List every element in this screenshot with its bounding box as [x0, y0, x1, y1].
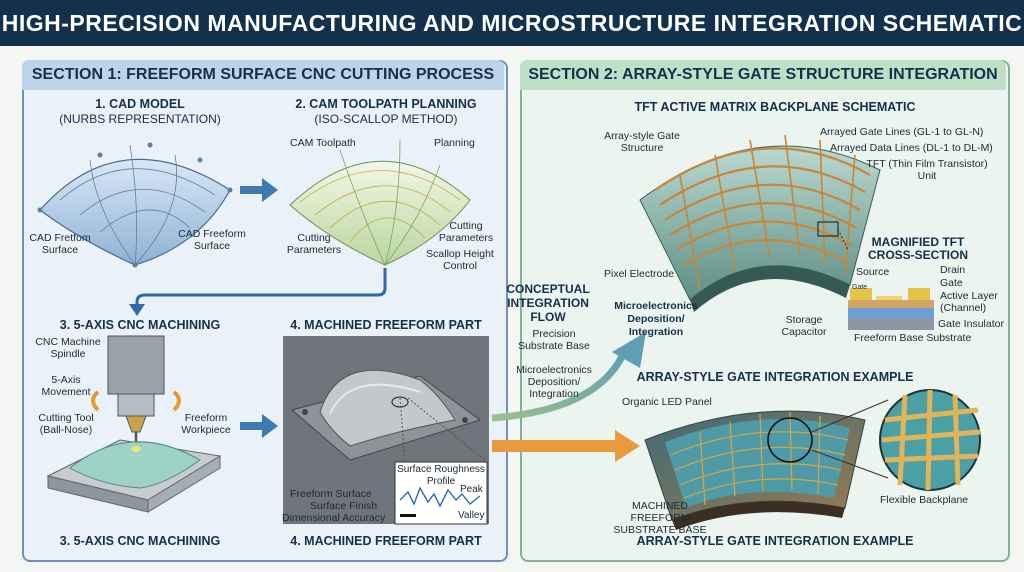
- label-freeform-surface: Freeform Surface: [290, 488, 372, 500]
- step3-footer: 3. 5-AXIS CNC MACHINING: [59, 534, 221, 548]
- roughness-profile: [399, 486, 481, 508]
- cam-surface: [289, 139, 471, 266]
- label-workpiece: Freeform Workpiece: [181, 412, 231, 436]
- roughness-title: Surface Roughness Profile: [397, 464, 485, 487]
- flow-title: CONCEPTUAL INTEGRATION FLOW: [506, 282, 590, 324]
- cad-surface: [37, 142, 233, 268]
- label-source: Source: [856, 266, 890, 278]
- label-spindle: CNC Machine Spindle: [35, 336, 101, 360]
- label-cad-fretfom: CAD Fretfom Surface: [29, 232, 91, 256]
- example-footer: ARRAY-STYLE GATE INTEGRATION EXAMPLE: [636, 534, 914, 548]
- label-gate: Gate: [940, 277, 963, 289]
- title-bar: [0, 0, 1024, 46]
- label-gate-insulator: Gate Insulator: [938, 318, 1004, 330]
- label-data-lines: Arrayed Data Lines (DL-1 to DL-M): [830, 142, 993, 154]
- magnified-circle: [879, 389, 981, 491]
- label-micro-deposition: Microelectronics Deposition/ Integration: [614, 300, 698, 338]
- label-substrate-base: MACHINED FREEFORM SUBSTRATE BASE: [613, 500, 707, 536]
- label-surface-finish: Surface Finish: [310, 500, 378, 512]
- tft-cross-section: [848, 288, 934, 330]
- label-storage-capacitor: Storage Capacitor: [781, 314, 827, 338]
- step1-subtitle: (NURBS REPRESENTATION): [59, 112, 221, 126]
- label-tft-unit: TFT (Thin Film Transistor) Unit: [866, 158, 988, 182]
- label-cutting-right: Cutting Parameters: [438, 220, 494, 244]
- flow-arrowhead-up: [612, 332, 646, 368]
- example-title: ARRAY-STYLE GATE INTEGRATION EXAMPLE: [636, 370, 914, 384]
- label-scallop: Scallop Height Control: [426, 248, 494, 272]
- roughness-valley: Valley: [458, 510, 485, 521]
- label-cutting-left: Cutting Parameters: [286, 232, 342, 256]
- step2-subtitle: (ISO-SCALLOP METHOD): [314, 112, 458, 126]
- step4-footer: 4. MACHINED FREEFORM PART: [290, 534, 482, 548]
- label-base-substrate: Freeform Base Substrate: [854, 332, 972, 344]
- label-5axis-movement: 5-Axis Movement: [41, 374, 91, 398]
- machined-part: [290, 369, 482, 461]
- label-cam-toolpath: CAM Toolpath: [290, 137, 356, 149]
- tft-backplane: [639, 134, 881, 312]
- step3-title: 3. 5-AXIS CNC MACHINING: [59, 318, 221, 332]
- label-planning: Planning: [434, 137, 475, 149]
- arrow-cnc-to-part: [240, 414, 278, 438]
- scale-bar: [400, 514, 416, 517]
- magnify-line-bottom: [811, 449, 889, 479]
- connector-arrowhead: [129, 304, 145, 316]
- label-drain: Drain: [940, 264, 966, 276]
- zoom-line-left: [399, 397, 406, 463]
- label-gate-small: Gate: [852, 284, 868, 291]
- page-title: HIGH-PRECISION MANUFACTURING AND MICROST…: [1, 10, 1023, 36]
- label-active-layer: Active Layer (Channel): [940, 290, 998, 314]
- label-cutting-tool: Cutting Tool (Ball-Nose): [38, 412, 94, 436]
- roughness-peak: Peak: [460, 484, 483, 495]
- label-cad-freeform: CAD Freeform Surface: [178, 228, 246, 252]
- cnc-machine: [46, 335, 222, 513]
- flow-label-micro: Microelectronics Deposition/ Integration: [516, 364, 592, 400]
- step1-title: 1. CAD MODEL: [95, 97, 185, 111]
- section2-header: SECTION 2: ARRAY-STYLE GATE STRUCTURE IN…: [520, 60, 1006, 90]
- zoom-line-right: [407, 397, 488, 463]
- tft-title: TFT ACTIVE MATRIX BACKPLANE SCHEMATIC: [634, 100, 916, 114]
- label-flexible-backplane: Flexible Backplane: [880, 494, 969, 506]
- step2-title: 2. CAM TOOLPATH PLANNING: [295, 97, 477, 111]
- flow-arrow-up: [491, 348, 629, 422]
- flow-label-substrate: Precision Substrate Base: [518, 328, 590, 352]
- connector-cam-to-cnc: [135, 268, 387, 306]
- label-gate-lines: Arrayed Gate Lines (GL-1 to GL-N): [820, 126, 984, 138]
- label-pixel-electrode: Pixel Electrode: [604, 268, 675, 280]
- step4-title: 4. MACHINED FREEFORM PART: [290, 318, 482, 332]
- flow-arrow-right: [492, 430, 640, 462]
- magnify-line-top: [811, 399, 889, 433]
- roughness-box: [394, 461, 488, 525]
- label-oled-panel: Organic LED Panel: [622, 396, 712, 408]
- arrow-cad-to-cam: [240, 178, 278, 202]
- cross-title: MAGNIFIED TFT CROSS-SECTION: [867, 235, 968, 262]
- label-array-gate: Array-style Gate Structure: [604, 130, 680, 154]
- label-dimensional-accuracy: Dimensional Accuracy: [282, 512, 386, 524]
- section1-header: SECTION 1: FREEFORM SURFACE CNC CUTTING …: [22, 60, 504, 90]
